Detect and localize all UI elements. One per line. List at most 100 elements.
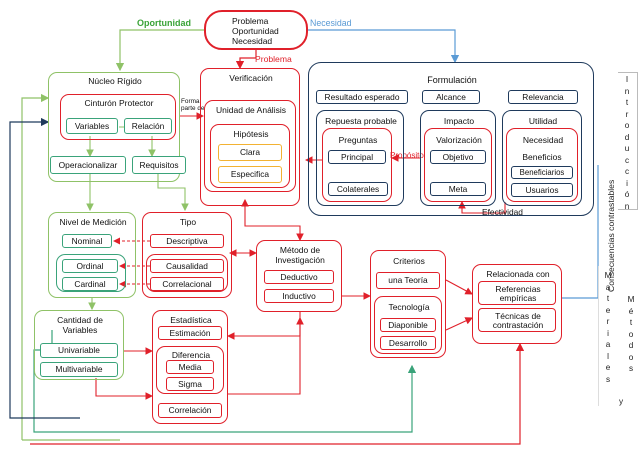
cantidad-title-line1: Cantidad de (57, 315, 103, 325)
estadistica-group: Estadística (152, 310, 228, 424)
sigma-node: Sigma (166, 377, 214, 391)
vertical-letter: l (607, 351, 609, 361)
resultado-esperado-node: Resultado esperado (316, 90, 408, 104)
tipo-title: Tipo (179, 217, 197, 227)
vertical-letter: e (605, 363, 611, 372)
operacionalizar-node: Operacionalizar (50, 156, 126, 174)
formulacion-title: Formulación (427, 75, 477, 85)
hipotesis-title: Hipótesis (233, 129, 269, 139)
tecnologia-group: Tecnología (374, 296, 442, 354)
vertical-letter: a (605, 282, 611, 292)
y-label: y (616, 398, 626, 410)
necesidad-group: Necesidad (506, 128, 578, 202)
relevancia-node: Relevancia (508, 90, 578, 104)
vertical-letter: e (605, 305, 611, 315)
problem-node-line3: Necesidad (232, 36, 273, 46)
usuarios-node: Usuarios (511, 183, 573, 197)
vertical-letter: s (628, 364, 634, 373)
multivariable-node: Multivariable (40, 362, 118, 377)
relacion-node: Relación (124, 118, 172, 134)
impacto-group: Impacto (420, 110, 496, 206)
vertical-letter: c (624, 155, 630, 165)
causalidad-correlacional-group (146, 254, 228, 292)
introduccion-bracket (618, 72, 638, 210)
vertical-letter: t (629, 318, 633, 327)
diferencia-title: Diferencia (171, 350, 211, 360)
descriptiva-node: Descriptiva (150, 234, 224, 248)
estadistica-title: Estadística (170, 315, 212, 325)
colaterales-node: Colaterales (328, 182, 388, 196)
preguntas-title: Preguntas (338, 135, 378, 145)
vertical-letter: u (624, 144, 630, 153)
utilidad-group: Utilidad (502, 110, 582, 206)
tipo-group: Tipo (142, 212, 232, 298)
cinturon-protector-group: Cinturón Protector (60, 94, 176, 140)
ordinal-node: Ordinal (62, 259, 118, 273)
tecnicas-line2: contrastación (492, 320, 544, 330)
requisitos-node: Requisitos (132, 156, 186, 174)
utilidad-title: Utilidad (528, 116, 558, 126)
criterios-group: Criterios (370, 250, 446, 358)
valorizacion-title: Valorización (436, 135, 482, 145)
referencias-empiricas-node: Referencias empíricas (478, 281, 556, 305)
unidad-analisis-title: Unidad de Análisis (216, 105, 286, 115)
verificacion-title: Verificación (229, 73, 273, 83)
vertical-letter: n (624, 201, 630, 211)
relacionada-group: Relacionada con (472, 264, 562, 344)
vertical-letter: o (624, 121, 630, 130)
vertical-letter: M (604, 271, 612, 280)
impacto-title: Impacto (443, 116, 475, 126)
causalidad-node: Causalidad (150, 259, 224, 273)
beneficiarios-node: Beneficiarios (511, 166, 573, 179)
meta-node: Meta (430, 182, 486, 196)
vertical-letter: s (605, 374, 611, 384)
vertical-letter: n (624, 86, 630, 96)
nivel-medicion-title: Nivel de Medición (59, 217, 127, 227)
respuesta-probable-group: Repuesta probable (316, 110, 404, 206)
problem-node-line2: Oportunidad (232, 26, 279, 36)
tecnicas-line1: Técnicas de (495, 311, 541, 321)
vertical-letter: a (605, 340, 611, 349)
diferencia-group: Diferencia (156, 346, 224, 394)
forma-parte-label: Forma parte de (181, 98, 205, 112)
vertical-letter: I (625, 75, 629, 84)
vertical-letter: r (625, 109, 629, 119)
materiales-bracket (598, 266, 640, 406)
cardinal-node: Cardinal (62, 277, 118, 291)
efectividad-label: Efectividad (482, 207, 523, 217)
metodo-investigacion-group: Método de Investigación (256, 240, 342, 312)
univariable-node: Univariable (40, 343, 118, 358)
desarrollo-node: Desarrollo (380, 336, 436, 350)
cantidad-variables-group: Cantidad de Variables (34, 310, 124, 380)
media-node: Media (166, 360, 214, 374)
problem-node: Problema Oportunidad Necesidad (204, 10, 308, 50)
referencias-line1: Referencias (495, 284, 541, 294)
vertical-letter: M (627, 295, 635, 304)
inductivo-node: Inductivo (264, 289, 334, 303)
vertical-letter: y (618, 397, 624, 406)
tecnologia-title: Tecnología (388, 302, 430, 312)
necesidad-label: Necesidad (310, 18, 352, 28)
vertical-letter: c (624, 167, 630, 176)
vertical-letter: i (607, 328, 609, 338)
hipotesis-group: Hipótesis (210, 124, 290, 188)
nucleo-rigido-group: Núcleo Rígido (48, 72, 180, 182)
formulacion-group: Formulación (308, 62, 594, 216)
vertical-letter: o (628, 352, 634, 362)
principal-node: Principal (328, 150, 386, 164)
proposito-label: Propósito (390, 151, 424, 160)
nivel-medicion-group: Nivel de Medición (48, 212, 136, 298)
vertical-letter: r (606, 317, 610, 326)
oportunidad-label: Oportunidad (137, 18, 191, 28)
variables-node: Variables (66, 118, 118, 134)
respuesta-probable-title: Repuesta probable (325, 116, 397, 126)
vertical-letter: d (628, 341, 634, 350)
referencias-line2: empíricas (499, 293, 537, 303)
vertical-letter: d (624, 132, 630, 142)
vertical-letter: ó (624, 190, 630, 199)
vertical-letter: i (626, 178, 628, 188)
necesidad-title: Necesidad (522, 135, 564, 145)
correlacional-node: Correlacional (150, 277, 224, 291)
beneficios-label: Beneficios (522, 152, 562, 162)
